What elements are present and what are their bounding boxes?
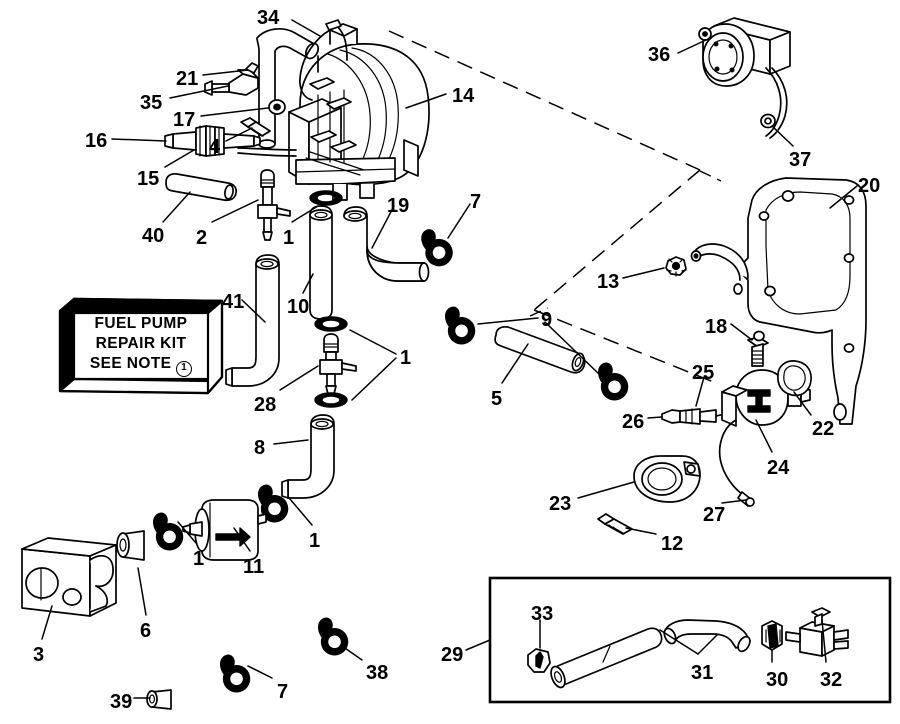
callout-20: 20	[858, 175, 881, 197]
part-7-clamp-bottom	[216, 650, 254, 696]
callout-12: 12	[661, 533, 684, 555]
part-6-sleeve	[116, 530, 145, 561]
callout-34: 34	[257, 7, 280, 29]
fuel-pump-repair-kit-box: FUEL PUMP REPAIR KIT SEE NOTE 1	[58, 297, 224, 397]
part-12-screw	[597, 513, 633, 535]
callout-7: 7	[470, 191, 482, 213]
callout-31: 31	[691, 662, 714, 684]
part-4-screw	[240, 117, 271, 137]
callout-1: 1	[193, 548, 205, 570]
part-17-washer	[268, 99, 286, 115]
callout-3: 3	[33, 644, 45, 666]
callout-28: 28	[254, 394, 277, 416]
callout-8: 8	[254, 437, 266, 459]
callout-4: 4	[209, 136, 221, 158]
part-20-cover-plate	[690, 177, 867, 425]
assembly-alignment-lines	[388, 30, 722, 384]
part-39-sleeve	[146, 689, 172, 710]
part-5-hose	[494, 325, 586, 374]
callout-40: 40	[142, 225, 165, 247]
part-21-fitting	[204, 62, 259, 96]
callout-24: 24	[767, 457, 790, 479]
callout-25: 25	[692, 362, 715, 384]
callout-35: 35	[140, 92, 163, 114]
part-1-gasket-upper	[309, 190, 343, 206]
kit-line-1: FUEL PUMP	[94, 315, 188, 332]
callout-1: 1	[309, 530, 321, 552]
callout-22: 22	[812, 418, 835, 440]
part-18-screw	[747, 336, 769, 367]
callout-13: 13	[597, 271, 620, 293]
callout-18: 18	[705, 316, 728, 338]
callout-21: 21	[176, 68, 199, 90]
callout-15: 15	[137, 168, 160, 190]
callout-5: 5	[491, 388, 503, 410]
kit-line-3: SEE NOTE 1	[89, 355, 193, 377]
callout-26: 26	[622, 411, 645, 433]
part-9-clamp-a	[441, 302, 479, 348]
part-13-nut	[665, 256, 687, 277]
part-1-gasket-mid-a	[314, 316, 348, 332]
callout-17: 17	[173, 109, 196, 131]
part-40-hose	[165, 172, 238, 202]
kit-line-2: REPAIR KIT	[95, 335, 187, 352]
part-clamp-left-of-filter	[149, 508, 187, 554]
callout-30: 30	[766, 669, 789, 691]
part-2-fitting	[257, 169, 291, 241]
callout-16: 16	[85, 130, 108, 152]
part-11-fuel-filter	[182, 499, 267, 561]
callout-7: 7	[277, 681, 289, 703]
callout-27: 27	[703, 504, 726, 526]
callout-14: 14	[452, 85, 475, 107]
part-23-bracket	[633, 455, 701, 503]
part-1-gasket-mid-b	[314, 392, 348, 408]
callout-39: 39	[110, 691, 133, 713]
callout-37: 37	[789, 149, 812, 171]
callout-1: 1	[400, 347, 412, 369]
callout-36: 36	[648, 44, 671, 66]
callout-33: 33	[531, 603, 554, 625]
callout-9: 9	[541, 309, 553, 331]
pump-vent-line	[299, 19, 342, 101]
inset-box-29	[488, 576, 892, 704]
part-41-hose-elbow-left	[225, 254, 280, 387]
part-14-fuel-pump-body	[237, 23, 430, 201]
callout-19: 19	[387, 195, 410, 217]
callout-11: 11	[243, 556, 265, 578]
callout-41: 41	[222, 291, 245, 313]
part-38-clamp-bottom	[314, 613, 352, 659]
part-36-coil	[698, 17, 791, 139]
part-19-hose-elbow	[343, 206, 430, 282]
callout-38: 38	[366, 662, 389, 684]
part-22-grommet	[777, 360, 812, 397]
callout-1: 1	[283, 227, 295, 249]
part-9-clamp-b	[594, 358, 632, 404]
part-24-primer-solenoid	[718, 369, 811, 507]
kit-note-number: 1	[176, 361, 193, 377]
callout-2: 2	[196, 227, 208, 249]
kit-see-note-text: SEE NOTE	[89, 355, 172, 372]
part-10-hose-straight	[309, 205, 333, 320]
callout-23: 23	[549, 493, 572, 515]
part-3-bracket-cover	[21, 537, 117, 617]
callout-6: 6	[140, 620, 152, 642]
callout-32: 32	[820, 669, 843, 691]
leader-lines	[41, 19, 858, 699]
part-8-hose-elbow-lower	[281, 414, 335, 499]
callout-10: 10	[287, 296, 310, 318]
callout-29: 29	[441, 644, 464, 666]
part-28-tee-fitting	[319, 333, 357, 395]
part-34-hose-elbow	[256, 28, 320, 149]
